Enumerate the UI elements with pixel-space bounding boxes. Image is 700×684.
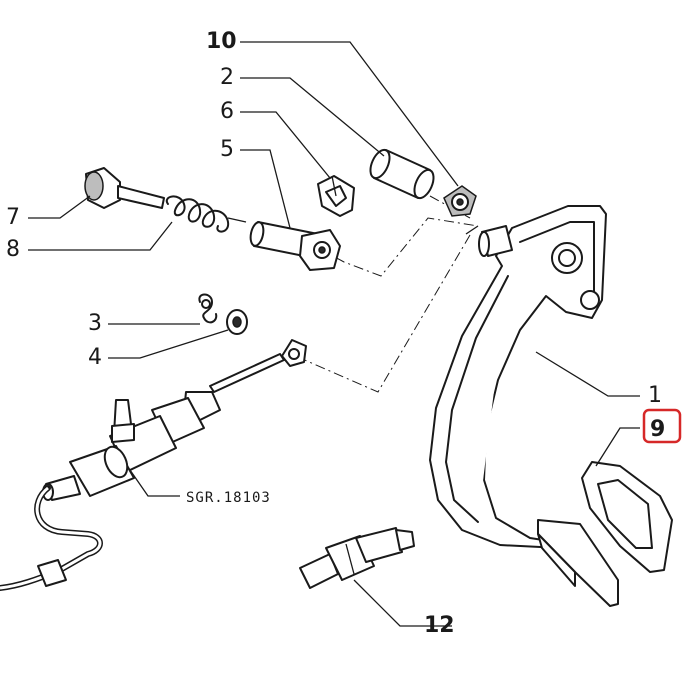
pedal-arm[interactable] [429, 205, 619, 607]
callout-1: 1 [648, 383, 662, 408]
assembly-lines [299, 195, 479, 393]
part-12-pedal-switch[interactable] [299, 527, 415, 589]
callout-2: 2 [220, 65, 234, 90]
callout-6: 6 [220, 99, 234, 124]
part-7-guide-pin[interactable] [84, 167, 165, 209]
part-2-bushing[interactable] [367, 147, 438, 201]
callout-9-highlight-box [642, 408, 682, 444]
callout-10: 10 [206, 29, 237, 54]
callout-12: 12 [424, 613, 455, 638]
part-6-clip[interactable] [317, 175, 355, 217]
callout-labels: 10 2 6 5 7 8 3 4 1 9 12 SGR.18103 [6, 29, 665, 638]
callout-8: 8 [6, 237, 20, 262]
callout-9: 9 [650, 417, 665, 442]
callout-3: 3 [88, 311, 102, 336]
callout-4: 4 [88, 345, 102, 370]
pedal-pad[interactable] [581, 461, 673, 573]
leader-lines [28, 41, 640, 627]
reference-code: SGR.18103 [186, 490, 271, 506]
hydraulic-line [0, 485, 103, 591]
part-10-ring[interactable] [443, 185, 477, 217]
part-3-clip[interactable] [198, 293, 218, 324]
part-4-washer[interactable] [226, 309, 248, 335]
part-5-pin[interactable] [249, 221, 341, 271]
part-8-spring[interactable] [165, 195, 247, 233]
callout-5: 5 [220, 137, 234, 162]
callout-7: 7 [6, 205, 20, 230]
clutch-master-cylinder[interactable] [42, 339, 307, 501]
